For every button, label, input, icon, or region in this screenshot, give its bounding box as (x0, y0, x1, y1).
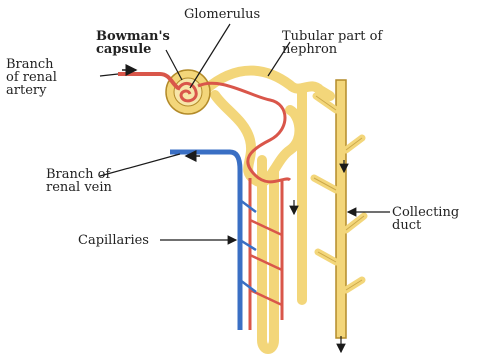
label-capillaries: Capillaries (78, 234, 149, 247)
leader-renal-vein (100, 154, 180, 176)
label-branch-renal-vein: Branch of renal vein (46, 168, 112, 194)
tubule-shape (205, 71, 330, 349)
label-branch-renal-artery: Branch of renal artery (6, 58, 57, 97)
renal-vein-vessels (170, 152, 256, 330)
label-bowmans-capsule: Bowman's capsule (96, 30, 170, 56)
label-glomerulus: Glomerulus (184, 8, 260, 21)
label-tubular-part: Tubular part of nephron (282, 30, 382, 56)
flow-arrows (122, 70, 344, 214)
label-collecting-duct: Collecting duct (392, 206, 459, 232)
collecting-duct-shape (314, 80, 364, 352)
leader-renal-artery (100, 74, 118, 76)
